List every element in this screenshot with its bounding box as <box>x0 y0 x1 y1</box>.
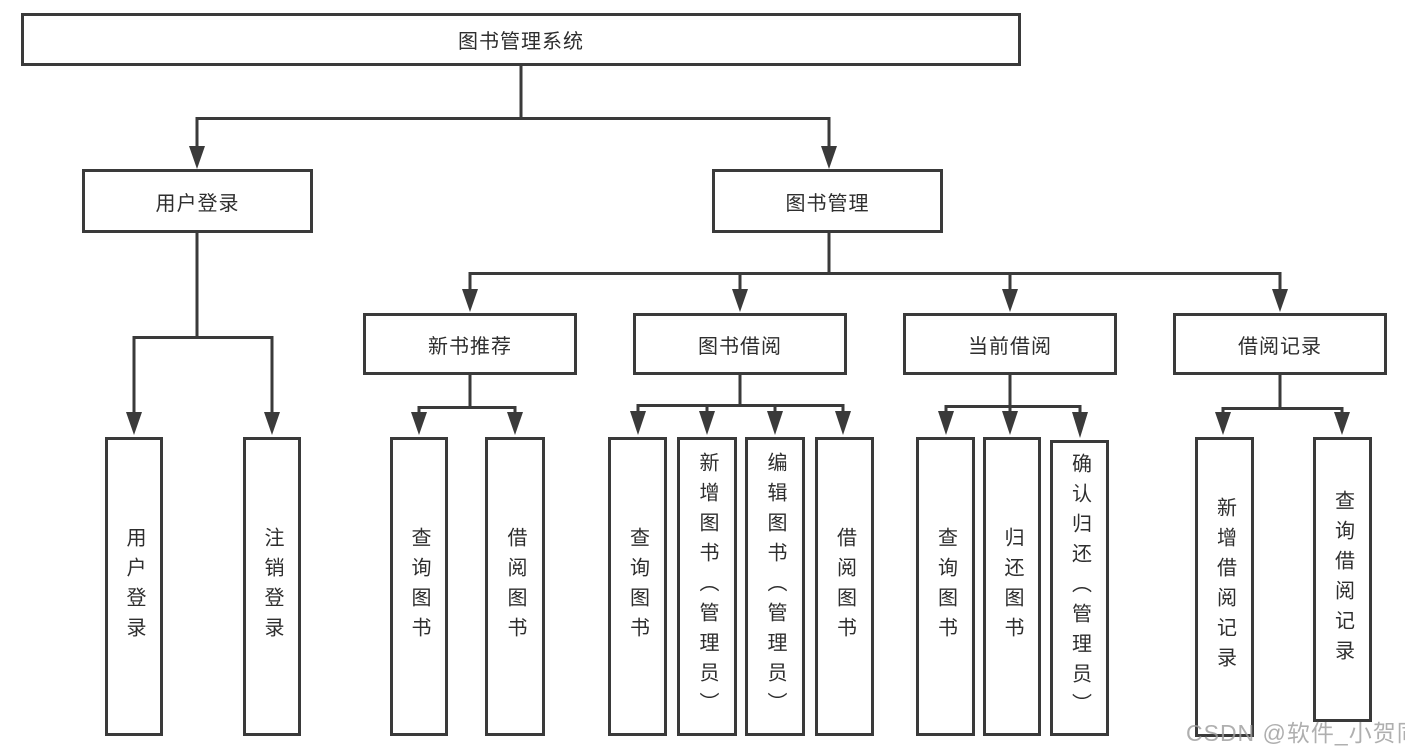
node-book-borrow: 图书借阅 <box>633 313 847 375</box>
connector-newbooks-to-leaves <box>411 375 523 435</box>
csdn-watermark: CSDN @软件_小贺同学 <box>1186 720 1405 746</box>
node-label: 新增图书（管理员） <box>696 451 718 722</box>
node-label: 用户登录 <box>155 192 240 215</box>
node-label: 查询图书 <box>934 526 957 647</box>
leaf-borrow-books: 借阅图书 <box>815 437 874 736</box>
connector-root-to-level2 <box>189 66 837 169</box>
node-label: 图书借阅 <box>698 335 782 358</box>
connector-login-to-leaves <box>126 233 280 435</box>
leaf-confirm-return-admin: 确认归还（管理员） <box>1050 440 1109 736</box>
leaf-add-borrow-record: 新增借阅记录 <box>1195 437 1254 737</box>
node-borrow-records: 借阅记录 <box>1173 313 1387 375</box>
leaf-edit-books-admin: 编辑图书（管理员） <box>745 437 805 736</box>
node-label: 新书推荐 <box>428 335 512 358</box>
node-label: 新增借阅记录 <box>1213 497 1236 677</box>
node-label: 借阅图书 <box>833 526 856 647</box>
node-current-borrow: 当前借阅 <box>903 313 1117 375</box>
node-label: 当前借阅 <box>968 335 1052 358</box>
leaf-return-books: 归还图书 <box>983 437 1041 736</box>
leaf-user-login: 用户登录 <box>105 437 163 736</box>
node-label: 确认归还（管理员） <box>1068 453 1091 723</box>
node-label: 编辑图书（管理员） <box>764 451 786 722</box>
node-label: 图书管理 <box>785 192 870 215</box>
node-new-book-recommend: 新书推荐 <box>363 313 577 375</box>
node-label: 图书管理系统 <box>458 31 584 53</box>
leaf-borrow-books-recommend: 借阅图书 <box>485 437 545 736</box>
node-system-root: 图书管理系统 <box>21 13 1021 66</box>
connector-bookmgmt-to-level3 <box>462 233 1288 312</box>
connector-current-to-leaves <box>938 375 1088 438</box>
node-label: 查询借阅记录 <box>1331 489 1354 670</box>
node-label: 用户登录 <box>123 526 145 647</box>
leaf-logout: 注销登录 <box>243 437 301 736</box>
node-label: 查询图书 <box>408 526 430 647</box>
leaf-query-books-borrow: 查询图书 <box>608 437 667 736</box>
node-label: 查询图书 <box>626 526 649 647</box>
connector-records-to-leaves <box>1215 375 1350 435</box>
node-label: 借阅记录 <box>1238 335 1322 358</box>
node-book-management: 图书管理 <box>712 169 943 233</box>
connector-borrow-to-leaves <box>630 375 851 435</box>
node-user-login: 用户登录 <box>82 169 313 233</box>
node-label: 归还图书 <box>1001 526 1023 647</box>
leaf-query-borrow-record: 查询借阅记录 <box>1313 437 1372 722</box>
node-label: 借阅图书 <box>504 526 526 647</box>
leaf-add-books-admin: 新增图书（管理员） <box>677 437 737 736</box>
leaf-query-books-recommend: 查询图书 <box>390 437 448 736</box>
node-label: 注销登录 <box>261 526 283 647</box>
leaf-query-books-current: 查询图书 <box>916 437 975 736</box>
